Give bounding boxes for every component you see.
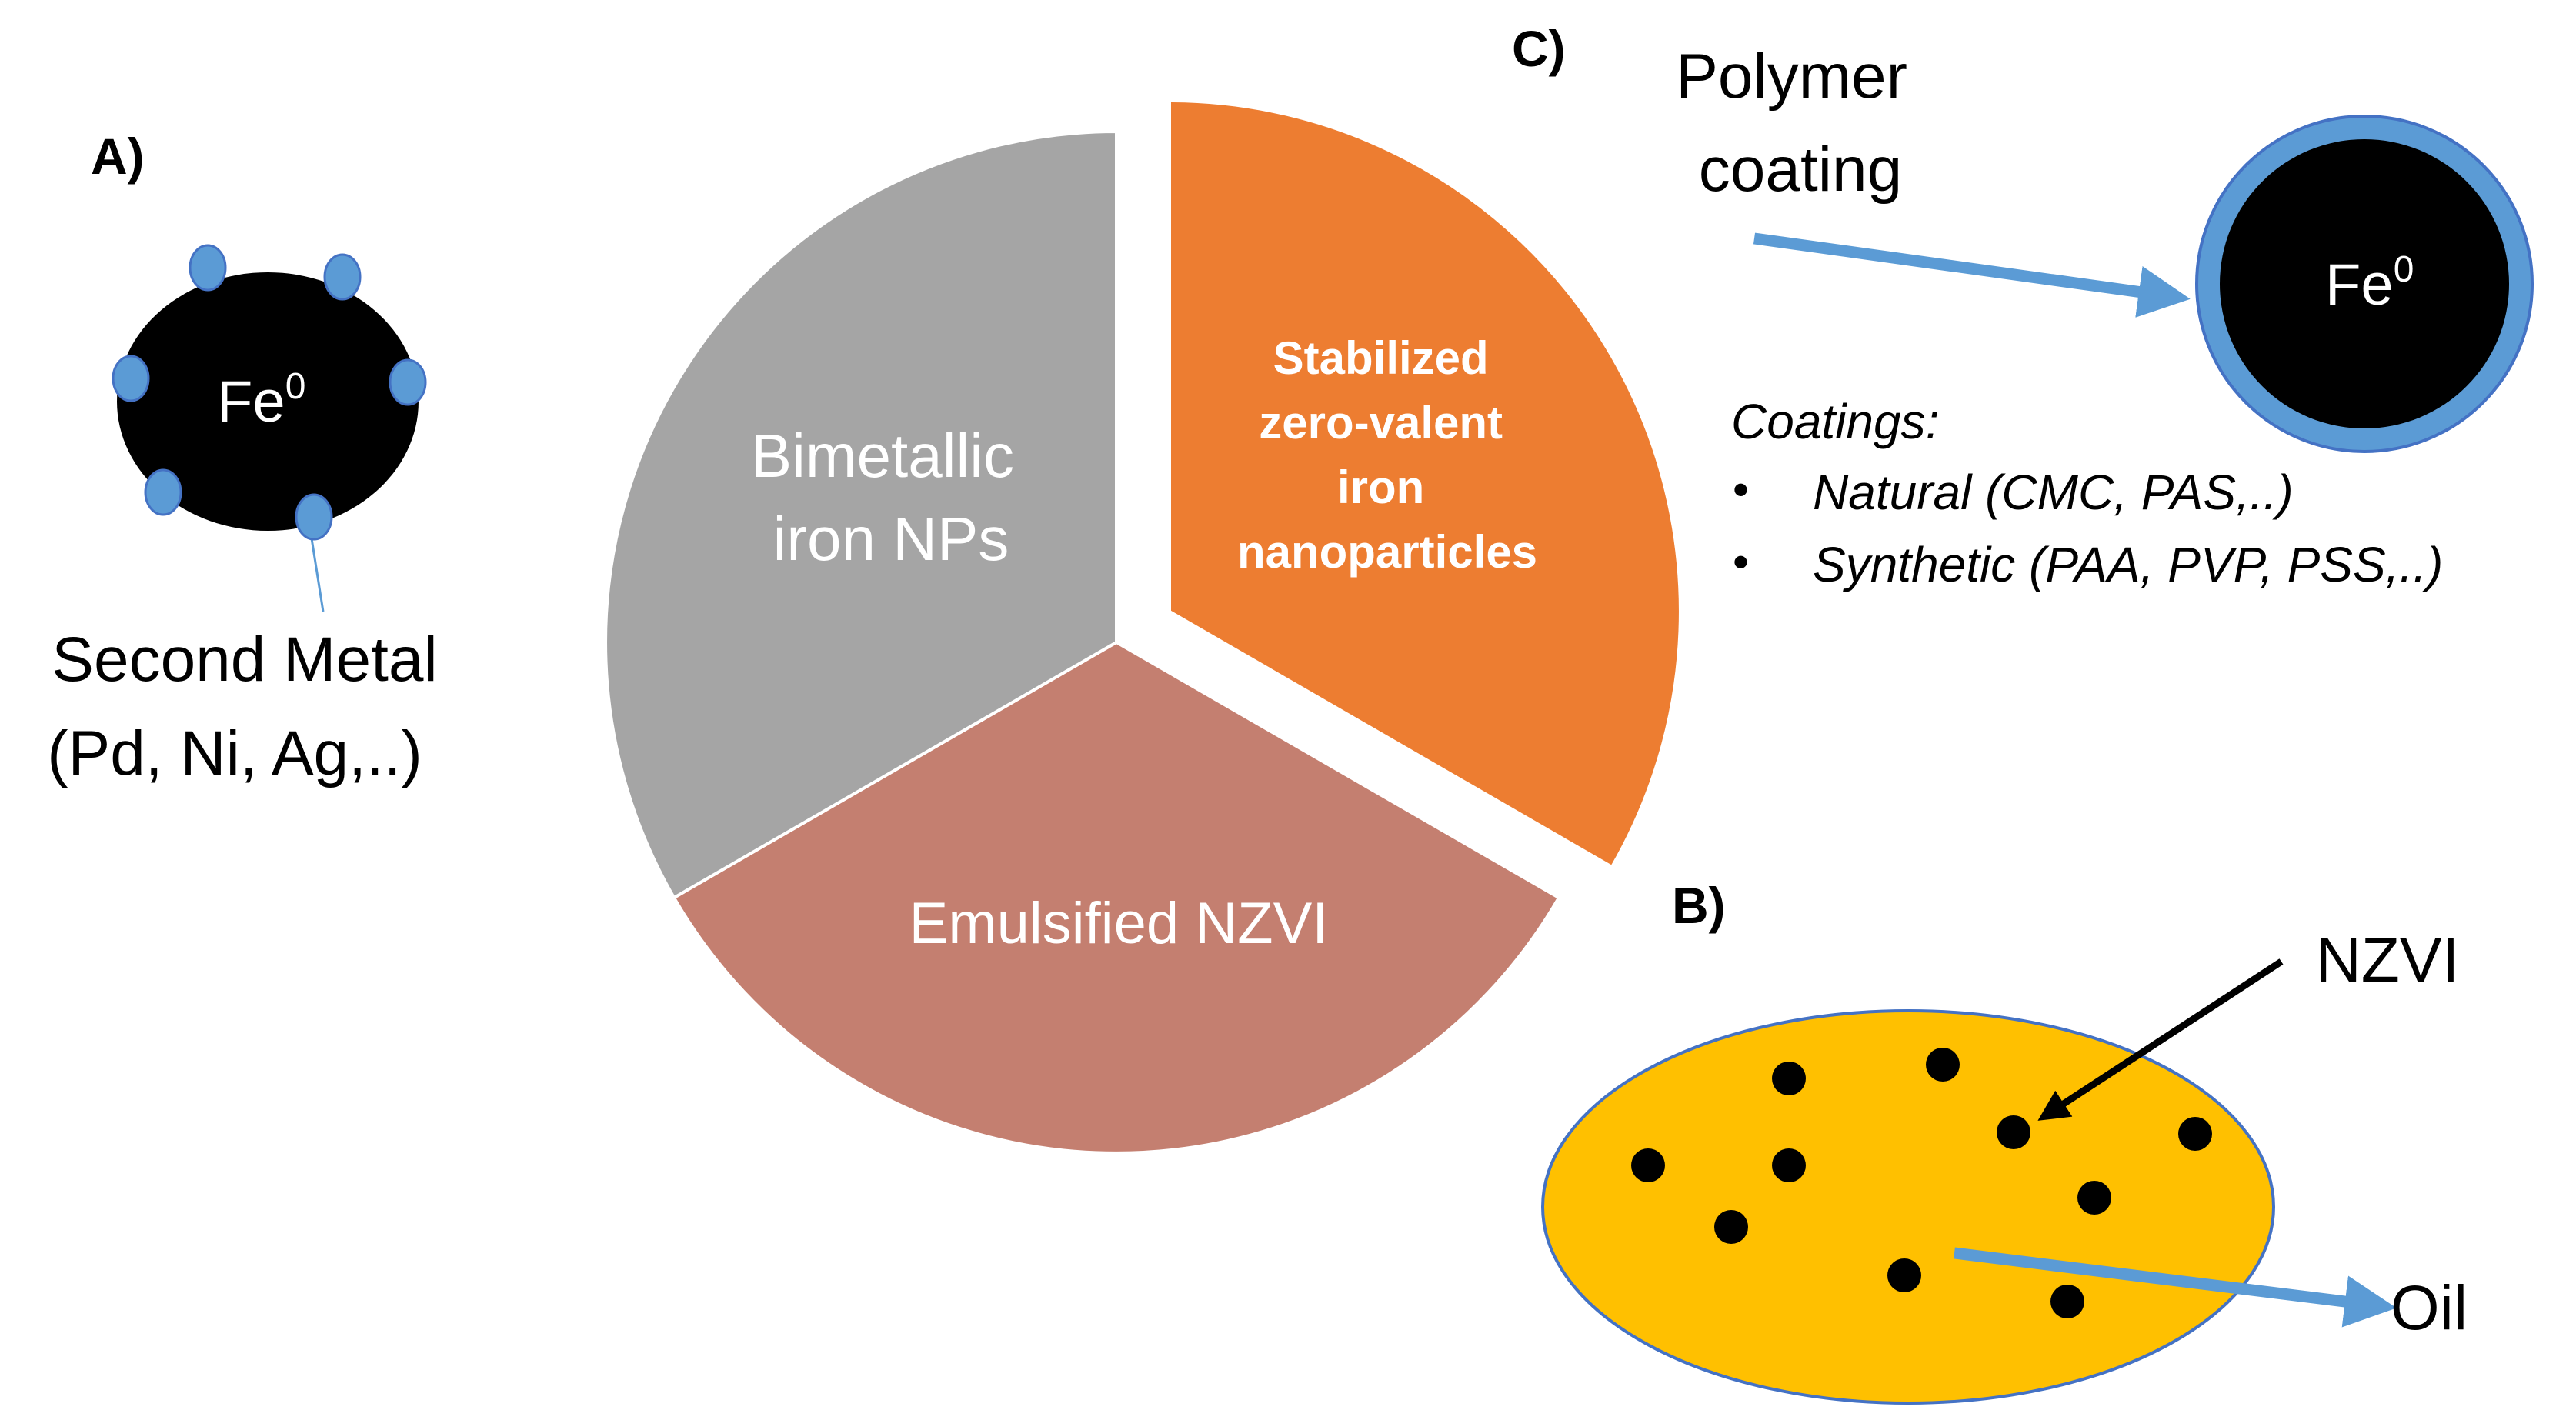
nzvi-particle [2050, 1285, 2084, 1318]
second-metal-leader-line [310, 538, 325, 612]
panel-b: B) NZVI Oil [1541, 877, 2468, 1405]
second-metal-label: Second Metal [52, 625, 437, 695]
nzvi-particle [2178, 1117, 2212, 1151]
second-metal-dot [295, 493, 333, 541]
pie-slice-emulsified [672, 640, 1561, 1155]
pie-slice-label-emulsified: Emulsified NZVI [909, 891, 1329, 956]
nzvi-particle [1772, 1062, 1806, 1095]
second-metal-dot [323, 253, 362, 301]
nzvi-particle [2077, 1181, 2111, 1215]
nzvi-pointer-label: NZVI [2316, 925, 2460, 995]
nzvi-types-pie: Stabilized zero-valent iron nanoparticle… [604, 98, 1682, 1155]
panel-a: A) Fe0 Second Metal (Pd, Ni, Ag,..) [47, 128, 438, 788]
nzvi-particle [1631, 1148, 1665, 1182]
oil-label: Oil [2391, 1273, 2468, 1343]
list-bullet: • [1733, 536, 1749, 588]
nzvi-particle [1926, 1048, 1960, 1082]
polymer-coating-label: Polymer coating [1676, 42, 1925, 205]
second-metal-dot [144, 468, 182, 516]
second-metal-dot [389, 358, 427, 406]
panel-c: C) Polymer coating Fe0 Coatings: • Natur… [1512, 20, 2534, 592]
pie-slice-label-bimetallic: Bimetallic iron NPs [751, 422, 1032, 573]
coated-particle-core [2220, 139, 2509, 428]
list-bullet: • [1733, 464, 1749, 515]
nzvi-particle [1887, 1258, 1921, 1292]
nzvi-particles [1631, 1048, 2212, 1318]
polymer-coating-arrow [1753, 232, 2191, 318]
second-metal-dots [112, 244, 427, 541]
second-metal-dot [189, 244, 227, 292]
nzvi-particle [1997, 1115, 2030, 1149]
coatings-list: • Natural (CMC, PAS,..) • Synthetic (PAA… [1733, 464, 2443, 592]
panel-a-label: A) [91, 128, 145, 185]
nzvi-pointer-arrow [2037, 958, 2284, 1121]
pie-slice-bimetallic [604, 129, 1118, 900]
coatings-heading: Coatings: [1731, 394, 1939, 449]
bimetallic-core-label: Fe0 [217, 366, 305, 435]
panel-b-label: B) [1672, 877, 1726, 934]
pie-slice-label-stabilized: Stabilized zero-valent iron nanoparticle… [1237, 332, 1537, 578]
panel-c-label: C) [1512, 20, 1566, 77]
nzvi-particle [1714, 1210, 1748, 1244]
list-item: Natural (CMC, PAS,..) [1813, 465, 2294, 520]
bimetallic-particle-core [117, 272, 419, 531]
oil-pointer-arrow [1954, 1247, 2397, 1328]
coated-core-label: Fe0 [2325, 249, 2414, 318]
list-item: Synthetic (PAA, PVP, PSS,..) [1813, 537, 2443, 592]
second-metal-examples: (Pd, Ni, Ag,..) [47, 718, 422, 788]
second-metal-dot [112, 355, 150, 402]
nzvi-particle [1772, 1148, 1806, 1182]
pie-slice-stabilized [1168, 98, 1682, 869]
oil-droplet [1541, 1009, 2275, 1405]
